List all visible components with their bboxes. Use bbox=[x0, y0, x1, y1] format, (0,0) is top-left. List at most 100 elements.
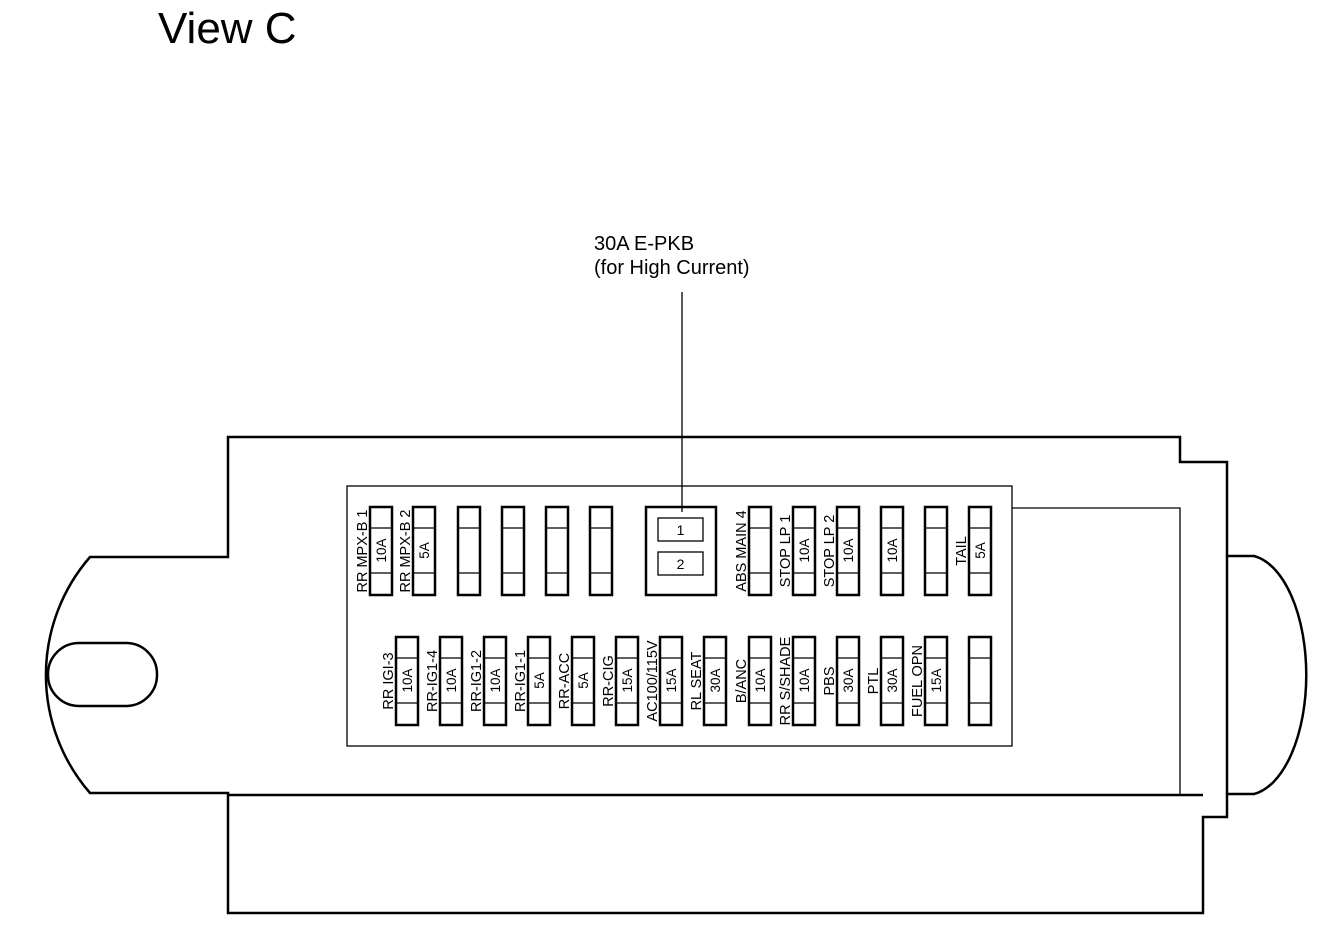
fuse-body bbox=[702, 635, 728, 727]
fuse-top_row-3 bbox=[456, 505, 482, 597]
fuse-rating: 10A bbox=[374, 538, 389, 562]
fuse-top_row-4 bbox=[500, 505, 526, 597]
fuse-body bbox=[544, 505, 570, 597]
fuse-body bbox=[791, 505, 817, 597]
fuse-label: RR-CIG bbox=[601, 655, 617, 707]
fuse-rating: 10A bbox=[753, 668, 768, 692]
fuse-body bbox=[835, 635, 861, 727]
fuse-rating: 10A bbox=[797, 538, 812, 562]
fuse-label: RR-IG1-2 bbox=[469, 650, 485, 712]
relay-terminal-1: 1 bbox=[677, 522, 685, 538]
fuse-body bbox=[482, 635, 508, 727]
fuse-top_row-5 bbox=[544, 505, 570, 597]
fuse-rating: 10A bbox=[797, 668, 812, 692]
relay-terminal-2: 2 bbox=[677, 556, 685, 572]
fuse-label: RL SEAT bbox=[689, 651, 705, 710]
fuse-body bbox=[879, 505, 905, 597]
callout-line-1: 30A E-PKB bbox=[594, 233, 694, 255]
fuse-body bbox=[923, 635, 949, 727]
fuse-body bbox=[791, 635, 817, 727]
fuse-label: RR MPX-B 2 bbox=[398, 510, 414, 593]
fuse-label: PTL bbox=[866, 668, 882, 695]
fuse-rating: 5A bbox=[576, 672, 591, 689]
fuse-rating: 5A bbox=[417, 542, 432, 559]
fuse-body bbox=[835, 505, 861, 597]
fuse-body bbox=[456, 505, 482, 597]
mounting-slot bbox=[46, 641, 159, 708]
fuse-label: FUEL OPN bbox=[910, 645, 926, 717]
fuse-panel bbox=[346, 485, 1013, 747]
fuse-label: PBS bbox=[822, 666, 838, 695]
fuse-top_row-11 bbox=[923, 505, 949, 597]
fuse-body bbox=[747, 505, 773, 597]
fuse-rating: 10A bbox=[488, 668, 503, 692]
fuse-rating: 15A bbox=[929, 668, 944, 692]
fuse-rating: 10A bbox=[400, 668, 415, 692]
fuse-rating: 10A bbox=[841, 538, 856, 562]
callout-line-2: (for High Current) bbox=[594, 257, 750, 279]
fuse-rating: 10A bbox=[885, 538, 900, 562]
fuse-rating: 10A bbox=[444, 668, 459, 692]
fuse-label: RR-ACC bbox=[557, 653, 573, 709]
fuse-label: B/ANC bbox=[734, 659, 750, 703]
relay-e-pkb: 1 2 bbox=[644, 505, 718, 597]
fuse-body bbox=[614, 635, 640, 727]
fuse-rating: 15A bbox=[664, 668, 679, 692]
fuse-body bbox=[967, 505, 993, 597]
fuse-body bbox=[411, 505, 437, 597]
fuse-rating: 30A bbox=[841, 668, 856, 692]
fuse-body bbox=[368, 505, 394, 597]
fuse-label: STOP LP 2 bbox=[822, 515, 838, 588]
fuse-body bbox=[879, 635, 905, 727]
fuse-body bbox=[438, 635, 464, 727]
fuse-top_row-7: ABS MAIN 4 bbox=[734, 505, 773, 597]
fuse-rating: 15A bbox=[620, 668, 635, 692]
fuse-body bbox=[658, 635, 684, 727]
fuse-label: RR MPX-B 1 bbox=[355, 510, 371, 593]
fuse-body bbox=[570, 635, 596, 727]
view-title: View C bbox=[158, 4, 297, 53]
fuse-box-housing bbox=[44, 435, 1308, 915]
fuse-top_row-6 bbox=[588, 505, 614, 597]
fuse-rating: 5A bbox=[973, 542, 988, 559]
fuse-body bbox=[923, 505, 949, 597]
fuse-label: ABS MAIN 4 bbox=[734, 510, 750, 591]
fuse-label: RR-IG1-1 bbox=[513, 650, 529, 712]
fuse-top_row-10: 10A bbox=[879, 505, 905, 597]
fuse-rating: 5A bbox=[532, 672, 547, 689]
fuse-body bbox=[394, 635, 420, 727]
fuse-body bbox=[747, 635, 773, 727]
fuse-label: TAIL bbox=[954, 536, 970, 566]
fuse-bottom_row-14 bbox=[967, 635, 993, 727]
fuse-body bbox=[500, 505, 526, 597]
fuse-body bbox=[526, 635, 552, 727]
fuse-body bbox=[588, 505, 614, 597]
fuse-label: RR S/SHADE bbox=[778, 636, 794, 725]
fuse-label: RR IGI-3 bbox=[381, 652, 397, 709]
fuse-body bbox=[967, 635, 993, 727]
fuse-rating: 30A bbox=[885, 668, 900, 692]
fuse-label: RR-IG1-4 bbox=[425, 650, 441, 712]
fuse-rating: 30A bbox=[708, 668, 723, 692]
fuse-label: AC100/115V bbox=[645, 640, 661, 721]
